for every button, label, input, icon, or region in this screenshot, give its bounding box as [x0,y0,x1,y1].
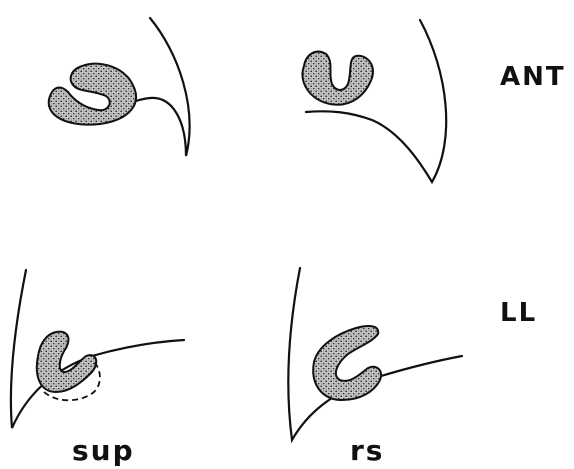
column-label-rs: rs [350,434,384,467]
column-label-sup: sup [72,434,135,467]
organ-outline-ll-rs [288,268,462,440]
panel-ant-rs [302,20,446,182]
stippled-lesion-ll-sup [37,332,96,392]
panel-ll-sup [11,270,184,428]
panel-ant-sup [49,18,190,156]
stippled-lesion-ll-rs [313,326,381,400]
row-label-ll: LL [500,298,537,328]
row-label-ant: ANT [500,62,566,92]
organ-outline-ll-sup [11,270,184,428]
panel-ll-rs [288,268,462,440]
stippled-lesion-ant-sup [49,64,136,125]
stippled-lesion-ant-rs [302,52,372,105]
